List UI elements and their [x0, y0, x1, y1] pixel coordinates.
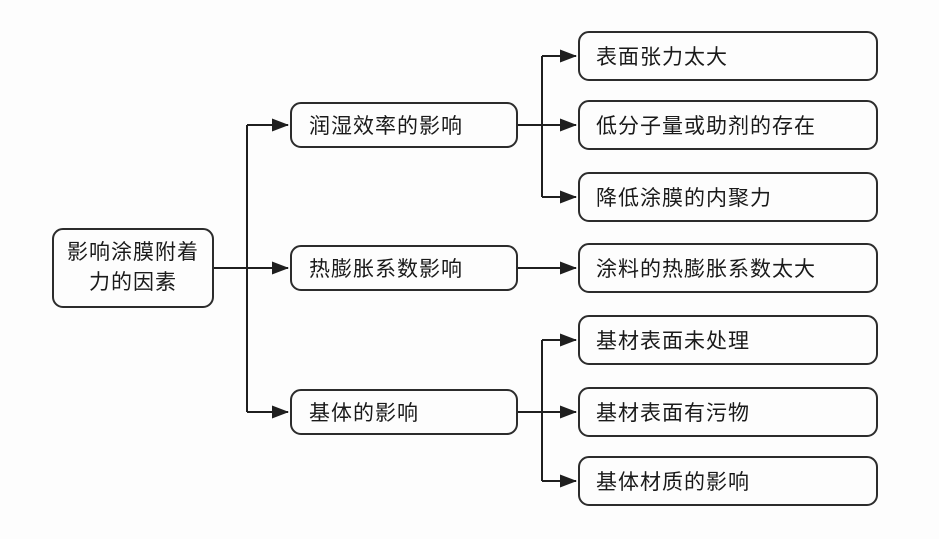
- leaf-node-surface-tension: 表面张力太大: [578, 31, 878, 81]
- leaf-node-cohesion-reduction: 降低涂膜的内聚力: [578, 172, 878, 222]
- leaf-node-surface-untreated: 基材表面未处理: [578, 315, 878, 365]
- branch-node-wetting-efficiency: 润湿效率的影响: [290, 102, 518, 148]
- branch-node-thermal-expansion: 热膨胀系数影响: [290, 245, 518, 291]
- branch-node-substrate: 基体的影响: [290, 389, 518, 435]
- leaf-node-surface-contaminated: 基材表面有污物: [578, 387, 878, 437]
- root-node: 影响涂膜附着 力的因素: [52, 228, 214, 308]
- leaf-node-coating-expansion-too-large: 涂料的热膨胀系数太大: [578, 243, 878, 293]
- leaf-node-substrate-material: 基体材质的影响: [578, 456, 878, 506]
- leaf-node-low-molecular-weight: 低分子量或助剂的存在: [578, 100, 878, 150]
